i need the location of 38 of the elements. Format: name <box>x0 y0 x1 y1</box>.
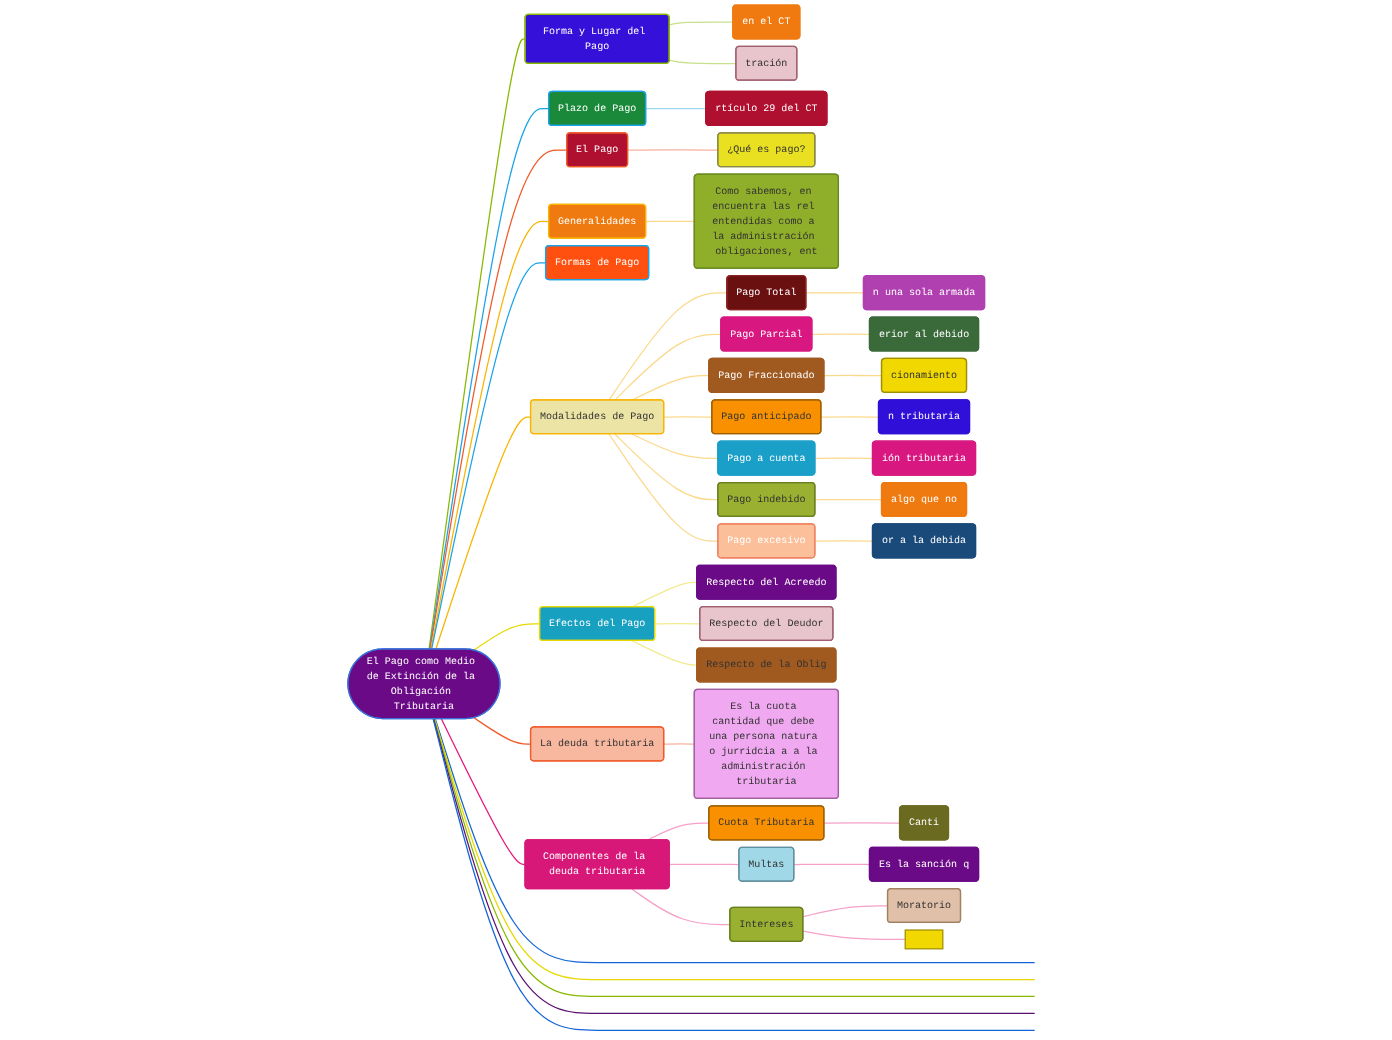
connector-line <box>473 717 532 745</box>
connector-line <box>473 623 541 651</box>
connector-line <box>608 433 719 542</box>
connector-line <box>646 822 710 841</box>
connector-line <box>631 375 710 401</box>
connector-line <box>627 149 719 151</box>
connector-line <box>663 416 713 418</box>
connector-line <box>668 21 734 26</box>
connector-line <box>614 433 719 501</box>
connector-line <box>440 718 526 866</box>
connector-line <box>654 623 701 625</box>
connector-line <box>811 333 871 335</box>
connector-line <box>802 905 889 918</box>
connector-line <box>631 433 719 460</box>
connector-line <box>805 292 865 294</box>
connector-line <box>814 540 874 542</box>
connector-line <box>823 374 883 377</box>
connector-line <box>631 888 731 926</box>
connector-line <box>823 822 901 824</box>
connector-line <box>631 581 698 608</box>
connector-line <box>429 108 550 650</box>
connector-line <box>608 292 728 401</box>
connector-line <box>435 416 532 650</box>
connector-line <box>614 333 722 401</box>
connector-line <box>814 498 883 501</box>
connector-line <box>429 149 568 650</box>
connector-line <box>793 863 871 866</box>
connector-line <box>631 640 698 666</box>
connector-line <box>428 38 526 650</box>
topic-box <box>904 929 944 950</box>
connector-line <box>668 863 740 866</box>
connector-line <box>802 930 906 941</box>
connector-line <box>820 416 880 418</box>
connector-line <box>645 107 707 110</box>
connector-line <box>663 743 696 745</box>
connector-line <box>668 59 737 65</box>
connector-line <box>645 220 696 223</box>
connector-line <box>814 457 874 460</box>
